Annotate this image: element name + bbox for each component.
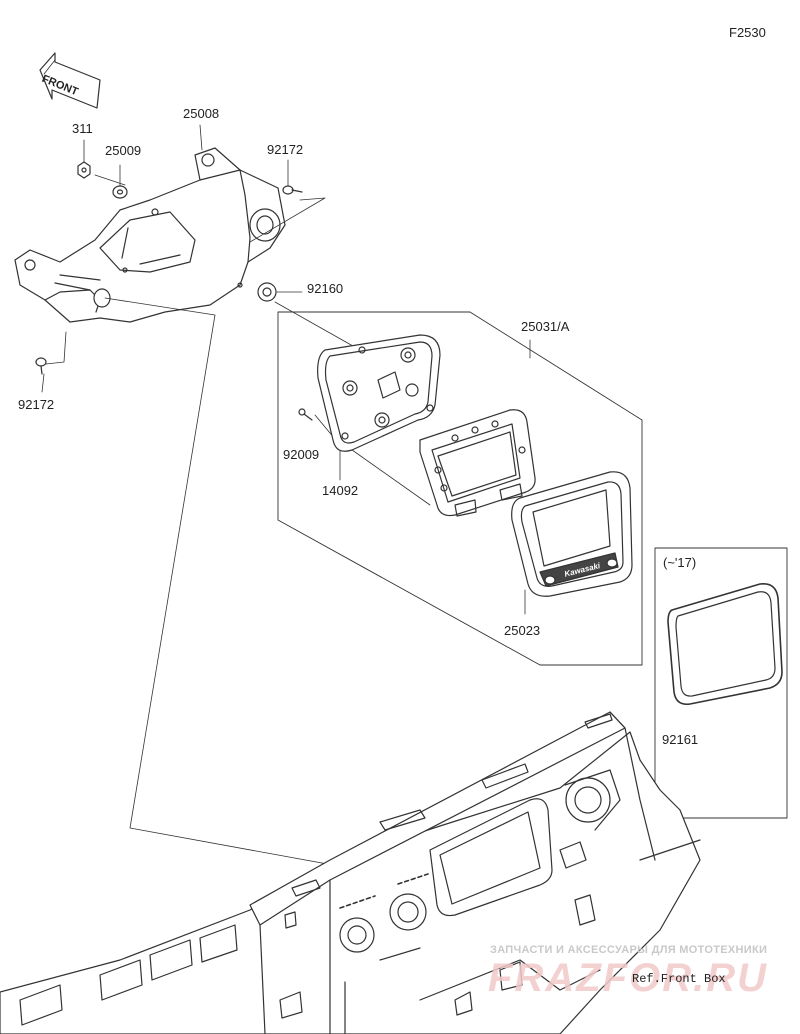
front-box-dashboard: [0, 711, 701, 1034]
meter-inner-frame: [419, 409, 536, 517]
assembly-group-outline: [277, 311, 643, 666]
meter-rear-cover: [317, 334, 441, 452]
part-label-92161[interactable]: 92161: [662, 732, 699, 747]
part-label-14092[interactable]: 14092: [322, 483, 359, 498]
screw-92009: [298, 408, 313, 421]
watermark-line-1: ЗАПЧАСТИ И АКСЕССУАРЫ ДЛЯ МОТОТЕХНИКИ: [490, 944, 768, 956]
reference-note-label: Ref.Front Box: [632, 972, 726, 986]
watermark-line-2: FRAZFOR.RU: [488, 956, 768, 1000]
part-label-25023[interactable]: 25023: [504, 623, 541, 638]
part-label-92009[interactable]: 92009: [283, 447, 320, 462]
grommet-92160: [257, 282, 277, 302]
washer-25009: [112, 185, 128, 199]
bolt-92172-left: [35, 357, 47, 375]
meter-front-unit-25023: [511, 471, 633, 597]
part-label-25031A[interactable]: 25031/A: [521, 319, 570, 334]
part-label-311[interactable]: 311: [72, 121, 93, 136]
part-label-92160[interactable]: 92160: [307, 281, 344, 296]
nut-311: [77, 161, 91, 179]
figure-id-label: F2530: [729, 25, 766, 40]
part-label-92172-top[interactable]: 92172: [267, 142, 304, 157]
part-label-92172-left[interactable]: 92172: [18, 397, 55, 412]
bolt-92172-top: [282, 185, 303, 195]
meter-bracket-25008: [14, 147, 286, 323]
inset-note-label: (~'17): [663, 555, 697, 570]
inset-box: [654, 547, 788, 819]
front-arrow-icon: [39, 52, 101, 109]
leader-lines: [41, 124, 683, 891]
part-label-25008[interactable]: 25008: [183, 106, 220, 121]
part-label-25009[interactable]: 25009: [105, 143, 142, 158]
